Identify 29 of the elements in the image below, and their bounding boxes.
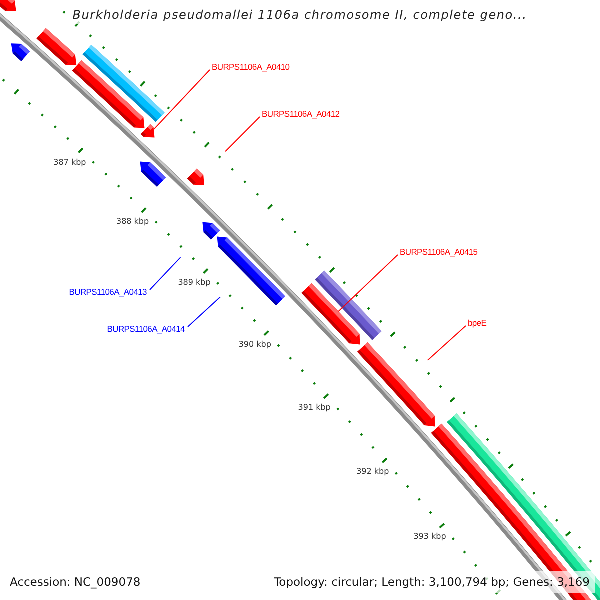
gene-feature xyxy=(72,60,145,128)
tick-label: 392 kbp xyxy=(356,466,390,476)
gene-label: BURPS1106A_A0412 xyxy=(262,109,340,119)
leader-line xyxy=(188,296,221,328)
tick-label: 393 kbp xyxy=(414,532,446,541)
gene-feature xyxy=(357,342,436,427)
gene-feature xyxy=(0,0,16,12)
leader-line xyxy=(150,257,182,290)
gene-feature xyxy=(217,236,286,306)
tick-label: 388 kbp xyxy=(116,217,150,226)
leader-line xyxy=(225,116,260,152)
gene-label: BURPS1106A_A0415 xyxy=(400,247,478,257)
leader-line xyxy=(427,326,466,362)
leader-line xyxy=(153,70,210,130)
gene-feature xyxy=(302,283,360,345)
tick-label: 391 kbp xyxy=(298,402,331,412)
gene-label: BURPS1106A_A0413 xyxy=(69,287,147,297)
gene-feature xyxy=(141,124,155,138)
gene-label: bpeE xyxy=(468,318,487,328)
gene-label: BURPS1106A_A0414 xyxy=(107,324,185,334)
gene-feature xyxy=(36,28,77,66)
gene-feature xyxy=(187,168,204,186)
gene-feature xyxy=(202,222,220,240)
tick-label: 387 kbp xyxy=(54,158,86,167)
gene-feature xyxy=(11,44,30,62)
gene-feature xyxy=(140,162,166,188)
gene-label: BURPS1106A_A0410 xyxy=(212,62,290,72)
leader-line xyxy=(338,254,398,312)
tick-label: 390 kbp xyxy=(238,340,272,349)
